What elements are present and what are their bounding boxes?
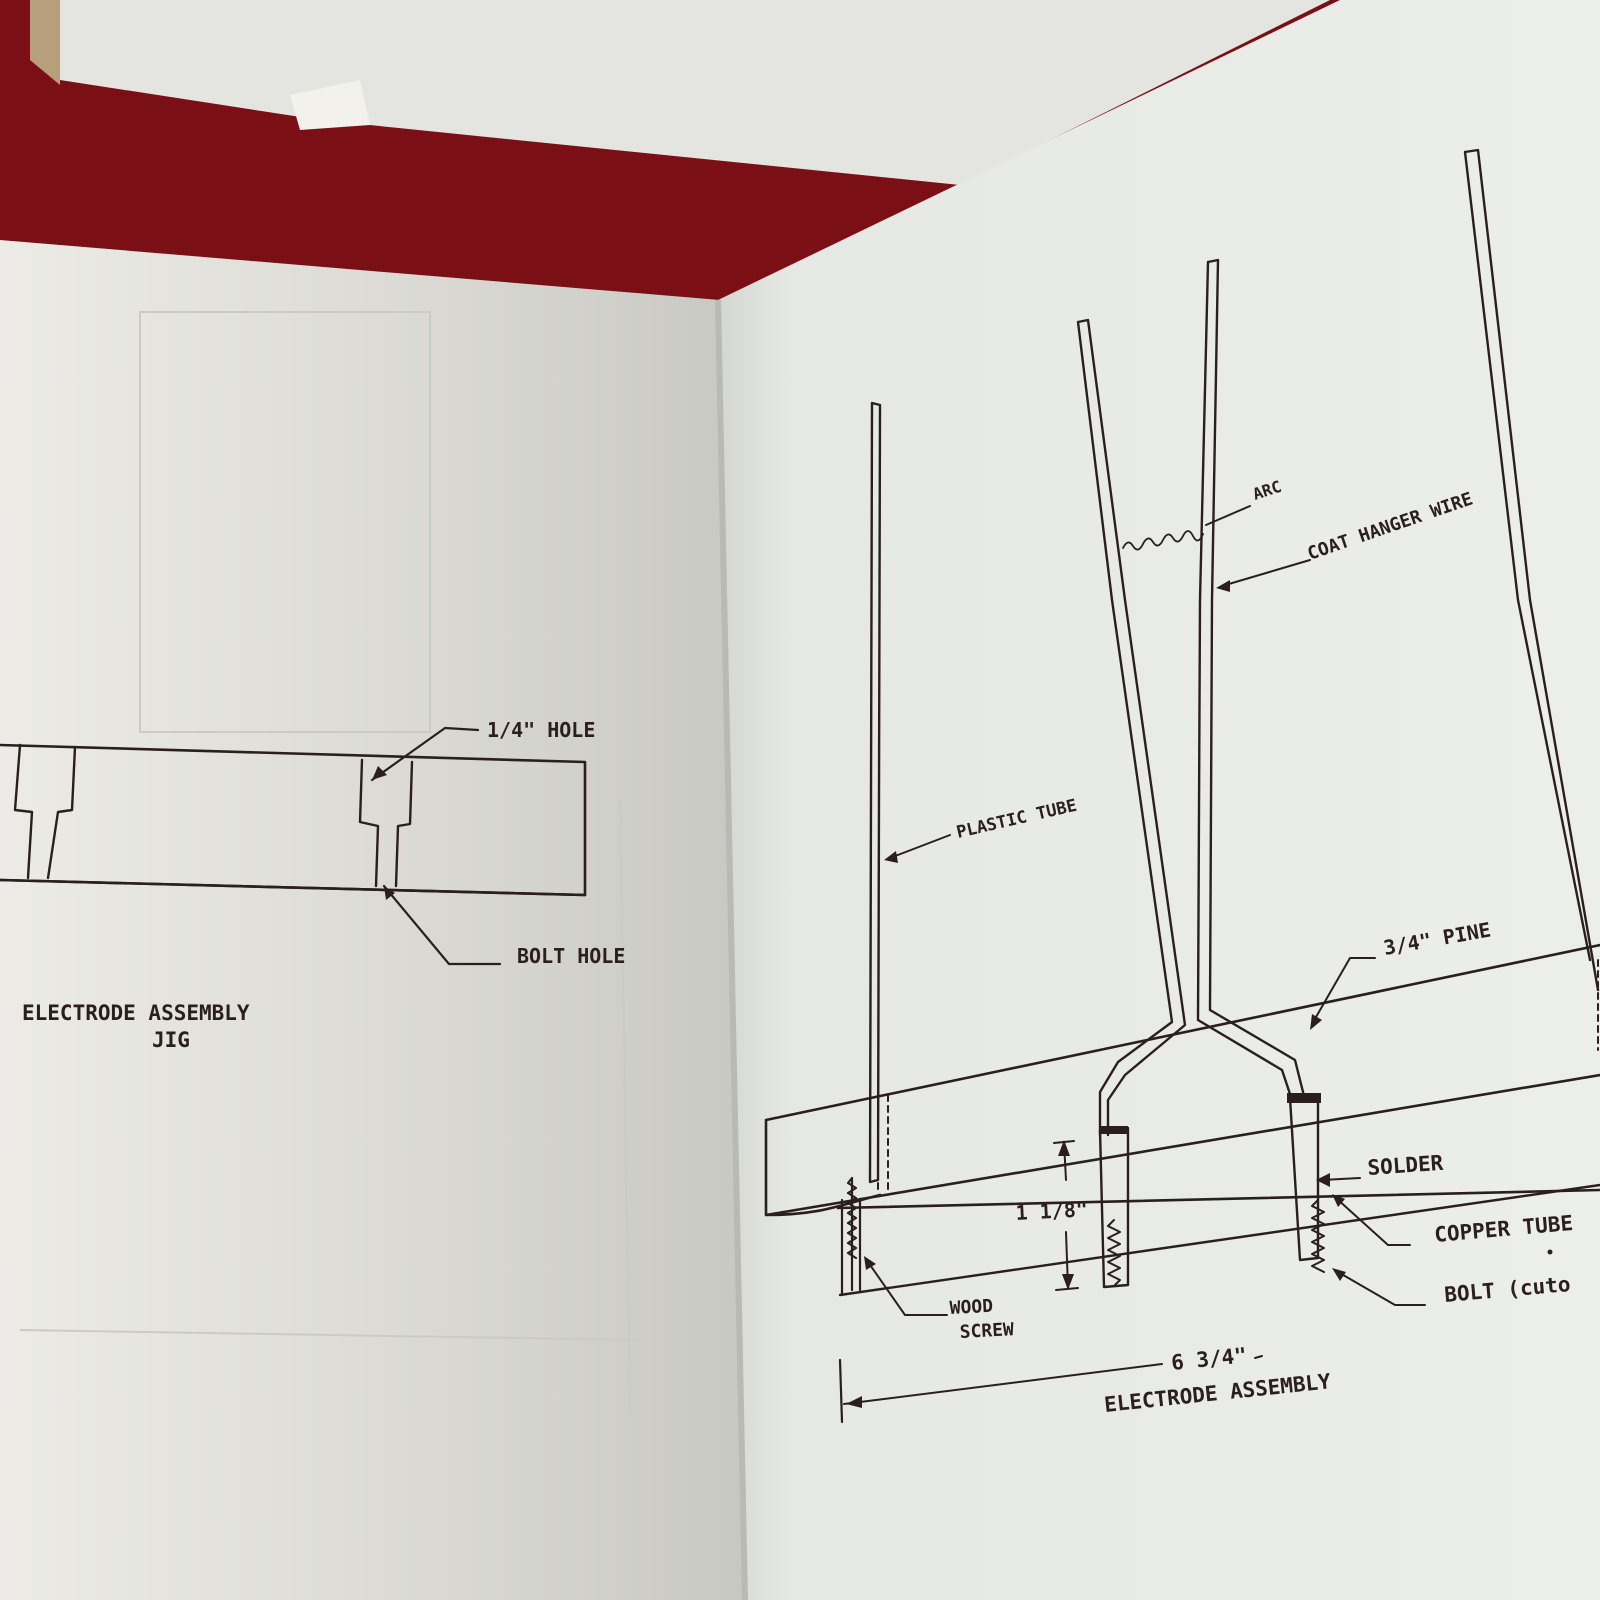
wood-screw-leader [867,1261,948,1316]
jig-caption-line1: ELECTRODE ASSEMBLY [22,1001,250,1025]
width-dim-line-right [1254,1355,1263,1359]
plastic-tube-leader [889,834,951,859]
coat-hanger-wire-left [1076,318,1187,1137]
wood-label: WOOD [949,1296,994,1319]
screw-label: SCREW [959,1319,1014,1343]
back-book-cover [30,0,1330,185]
coat-hanger-wire-right [1196,258,1307,1102]
arc-squiggle [1122,530,1204,551]
left-page [0,240,745,1600]
bolt-right [1311,1199,1325,1273]
pine-board [764,943,1600,1217]
arc-leader [1205,505,1251,526]
bolt-hole-label: BOLT HOLE [517,944,625,968]
left-partial-hole [13,743,77,880]
jig-caption-line2: JIG [152,1028,190,1052]
width-dim-tick [838,1358,844,1424]
quarter-inch-hole [358,758,414,888]
electrode-assembly-diagram [764,148,1600,1424]
bolt-left [1107,1219,1121,1287]
solder-label: SOLDER [1367,1151,1445,1180]
copper-tube-dot [1547,1249,1553,1255]
far-right-wire [1463,148,1600,992]
copper-tube-leader [1335,1197,1411,1246]
width-dim-line-left [843,1363,1163,1405]
bolt-hole-leader [382,884,502,966]
pine-leader [1311,957,1376,1025]
plastic-tube [868,401,882,1184]
hole-label: 1/4" HOLE [487,718,595,742]
right-page [715,0,1600,1600]
height-dimension-label: 1 1/8" [1015,1197,1088,1225]
wood-screw [840,1176,862,1297]
hole-leader [370,726,480,782]
bolt-leader [1337,1271,1426,1306]
jig-diagram [0,726,587,966]
coat-hanger-leader [1221,559,1311,587]
